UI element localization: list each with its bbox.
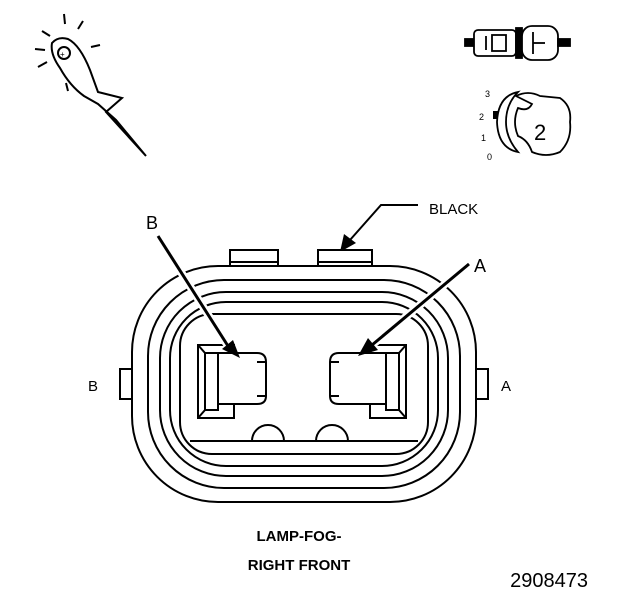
figure-number: 2908473	[510, 570, 588, 592]
back-probe-icon: +	[34, 13, 147, 157]
dial-scale-3: 3	[485, 89, 490, 99]
callout-arrow-b: B	[146, 213, 240, 358]
position-dial-icon: 3 2 1 0 2	[479, 89, 572, 162]
dial-scale-1: 1	[481, 133, 486, 143]
connector-side-icon	[464, 25, 571, 61]
housing-ring-2	[159, 291, 449, 477]
side-lug-right	[475, 368, 489, 400]
housing-ring-3	[169, 301, 439, 467]
callout-label-b: B	[146, 213, 158, 233]
side-label-a: A	[501, 378, 511, 395]
key-notch-left	[251, 424, 285, 442]
caption-line-1: LAMP-FOG-	[257, 528, 342, 545]
key-notch-right	[315, 424, 349, 442]
callout-label-a: A	[474, 256, 486, 276]
terminal-cavity-b	[197, 344, 267, 419]
terminal-cavity-a	[329, 344, 407, 419]
black-callout: BLACK	[340, 201, 478, 252]
callout-arrow-a: A	[358, 256, 486, 356]
connector-face	[119, 249, 489, 503]
caption-line-2: RIGHT FRONT	[248, 557, 351, 574]
housing-ring-1	[147, 279, 461, 489]
dial-selected-position: 2	[534, 120, 546, 145]
black-arrowhead	[340, 234, 356, 252]
dial-scale-0: 0	[487, 152, 492, 162]
dial-scale-2: 2	[479, 112, 484, 122]
black-label: BLACK	[429, 201, 478, 218]
side-label-b: B	[88, 378, 98, 395]
housing-inner	[179, 313, 429, 455]
svg-text:+: +	[60, 50, 65, 59]
